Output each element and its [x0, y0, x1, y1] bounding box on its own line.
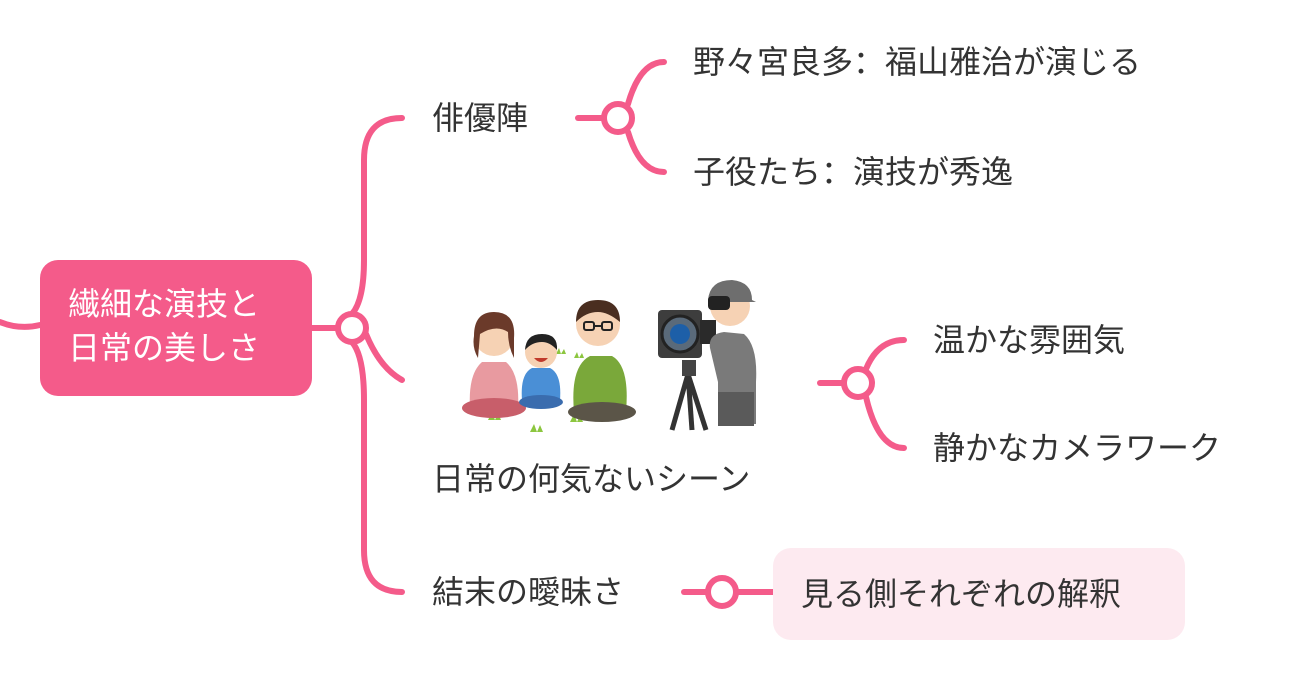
family-sitting-icon	[462, 300, 636, 432]
connector-branch-1	[349, 115, 405, 317]
subtopic-nonomiya[interactable]: 野々宮良多：福山雅治が演じる	[693, 43, 1142, 81]
collapse-toggle-central	[335, 311, 369, 345]
subtopic-warm-atmosphere[interactable]: 温かな雰囲気	[933, 321, 1126, 359]
branch-topic-daily-scenes[interactable]: 日常の何気ないシーン	[432, 460, 751, 498]
connector-b2-child-2	[863, 394, 907, 451]
central-topic-line-2: 日常の美しさ	[68, 329, 261, 367]
cameraman-icon	[658, 280, 757, 431]
connector-branch-3	[349, 339, 405, 595]
central-topic-line-1: 繊細な演技と	[68, 285, 261, 323]
branch-topic-ambiguous-ending[interactable]: 結末の曖昧さ	[432, 573, 625, 611]
branch-illustration	[462, 280, 757, 432]
connector-b1-child-1	[625, 59, 667, 107]
connector-b2-child-1	[863, 337, 907, 372]
branch-topic-cast[interactable]: 俳優陣	[432, 99, 529, 137]
subtopic-quiet-camerawork[interactable]: 静かなカメラワーク	[933, 429, 1222, 467]
central-topic[interactable]: 繊細な演技と 日常の美しさ	[40, 260, 312, 396]
collapse-toggle-branch-2	[841, 366, 875, 400]
connector-branch-2	[363, 331, 405, 383]
collapse-toggle-branch-3	[705, 575, 739, 609]
collapse-toggle-branch-1	[601, 101, 635, 135]
subtopic-viewer-interpretation[interactable]: 見る側それぞれの解釈	[773, 548, 1185, 640]
connector-b1-child-2	[625, 129, 667, 175]
connector-root-stub	[0, 319, 43, 330]
subtopic-child-actors[interactable]: 子役たち：演技が秀逸	[693, 153, 1014, 191]
